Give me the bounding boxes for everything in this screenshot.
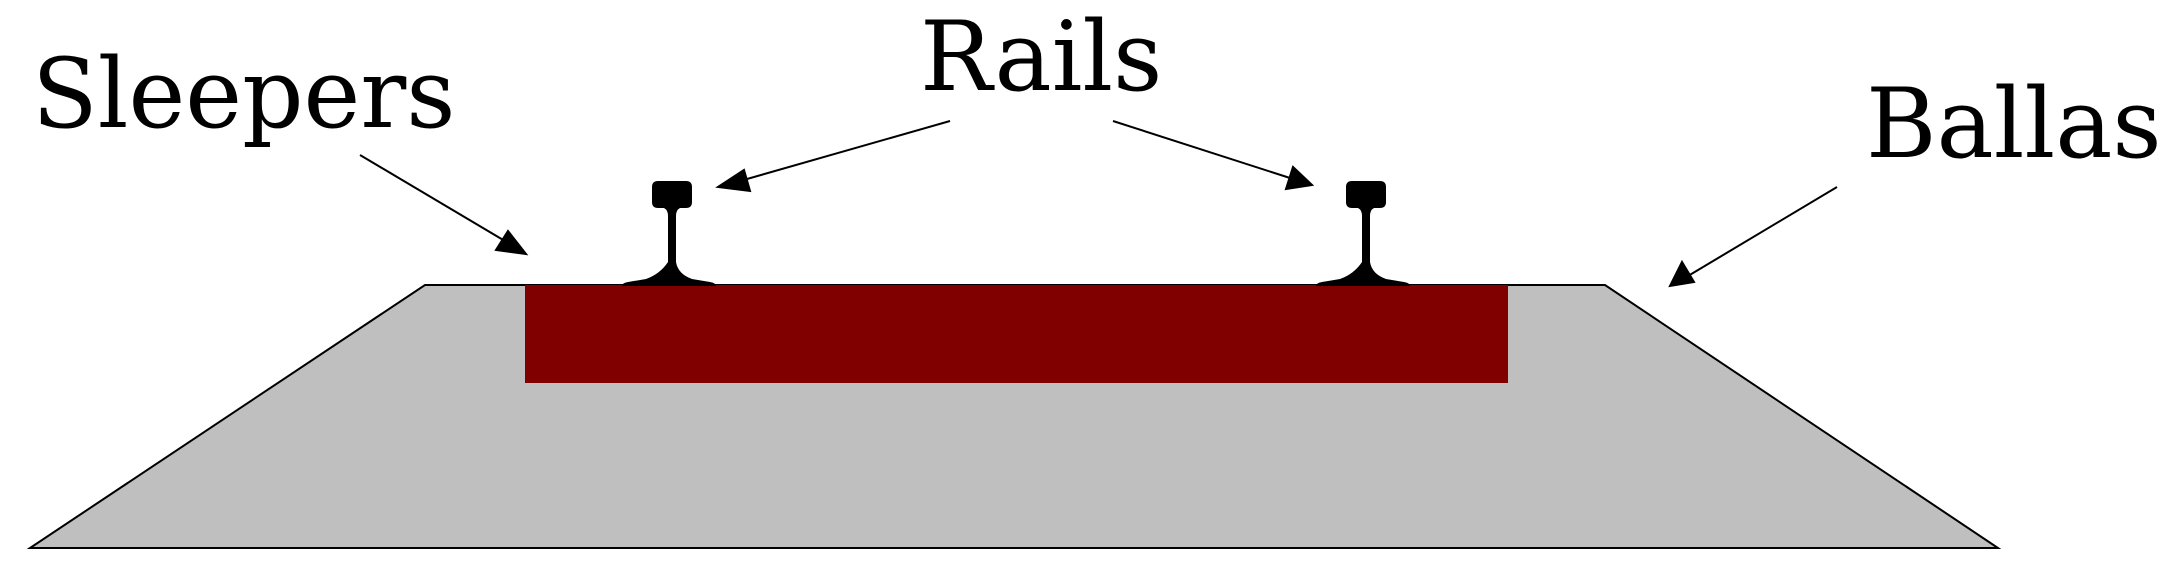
arrows bbox=[359, 120, 1838, 288]
rails-arrow-left-line bbox=[739, 120, 951, 182]
ballast-label: Ballast bbox=[1866, 68, 2163, 180]
ballast-arrow-line bbox=[1687, 186, 1838, 277]
rails-label: Rails bbox=[920, 1, 1162, 113]
rails-arrowhead-right bbox=[1284, 165, 1315, 191]
rails-arrow-right-line bbox=[1112, 120, 1291, 179]
sleepers-arrowhead bbox=[494, 229, 529, 256]
sleepers-label: Sleepers bbox=[32, 38, 456, 150]
rails-arrowhead-left bbox=[715, 168, 752, 193]
rail-left-shape bbox=[622, 181, 716, 286]
sleeper-shape bbox=[525, 285, 1508, 383]
sleepers-arrow-line bbox=[359, 154, 511, 245]
ballast-arrowhead bbox=[1668, 259, 1696, 288]
rail-right-shape bbox=[1316, 181, 1410, 286]
